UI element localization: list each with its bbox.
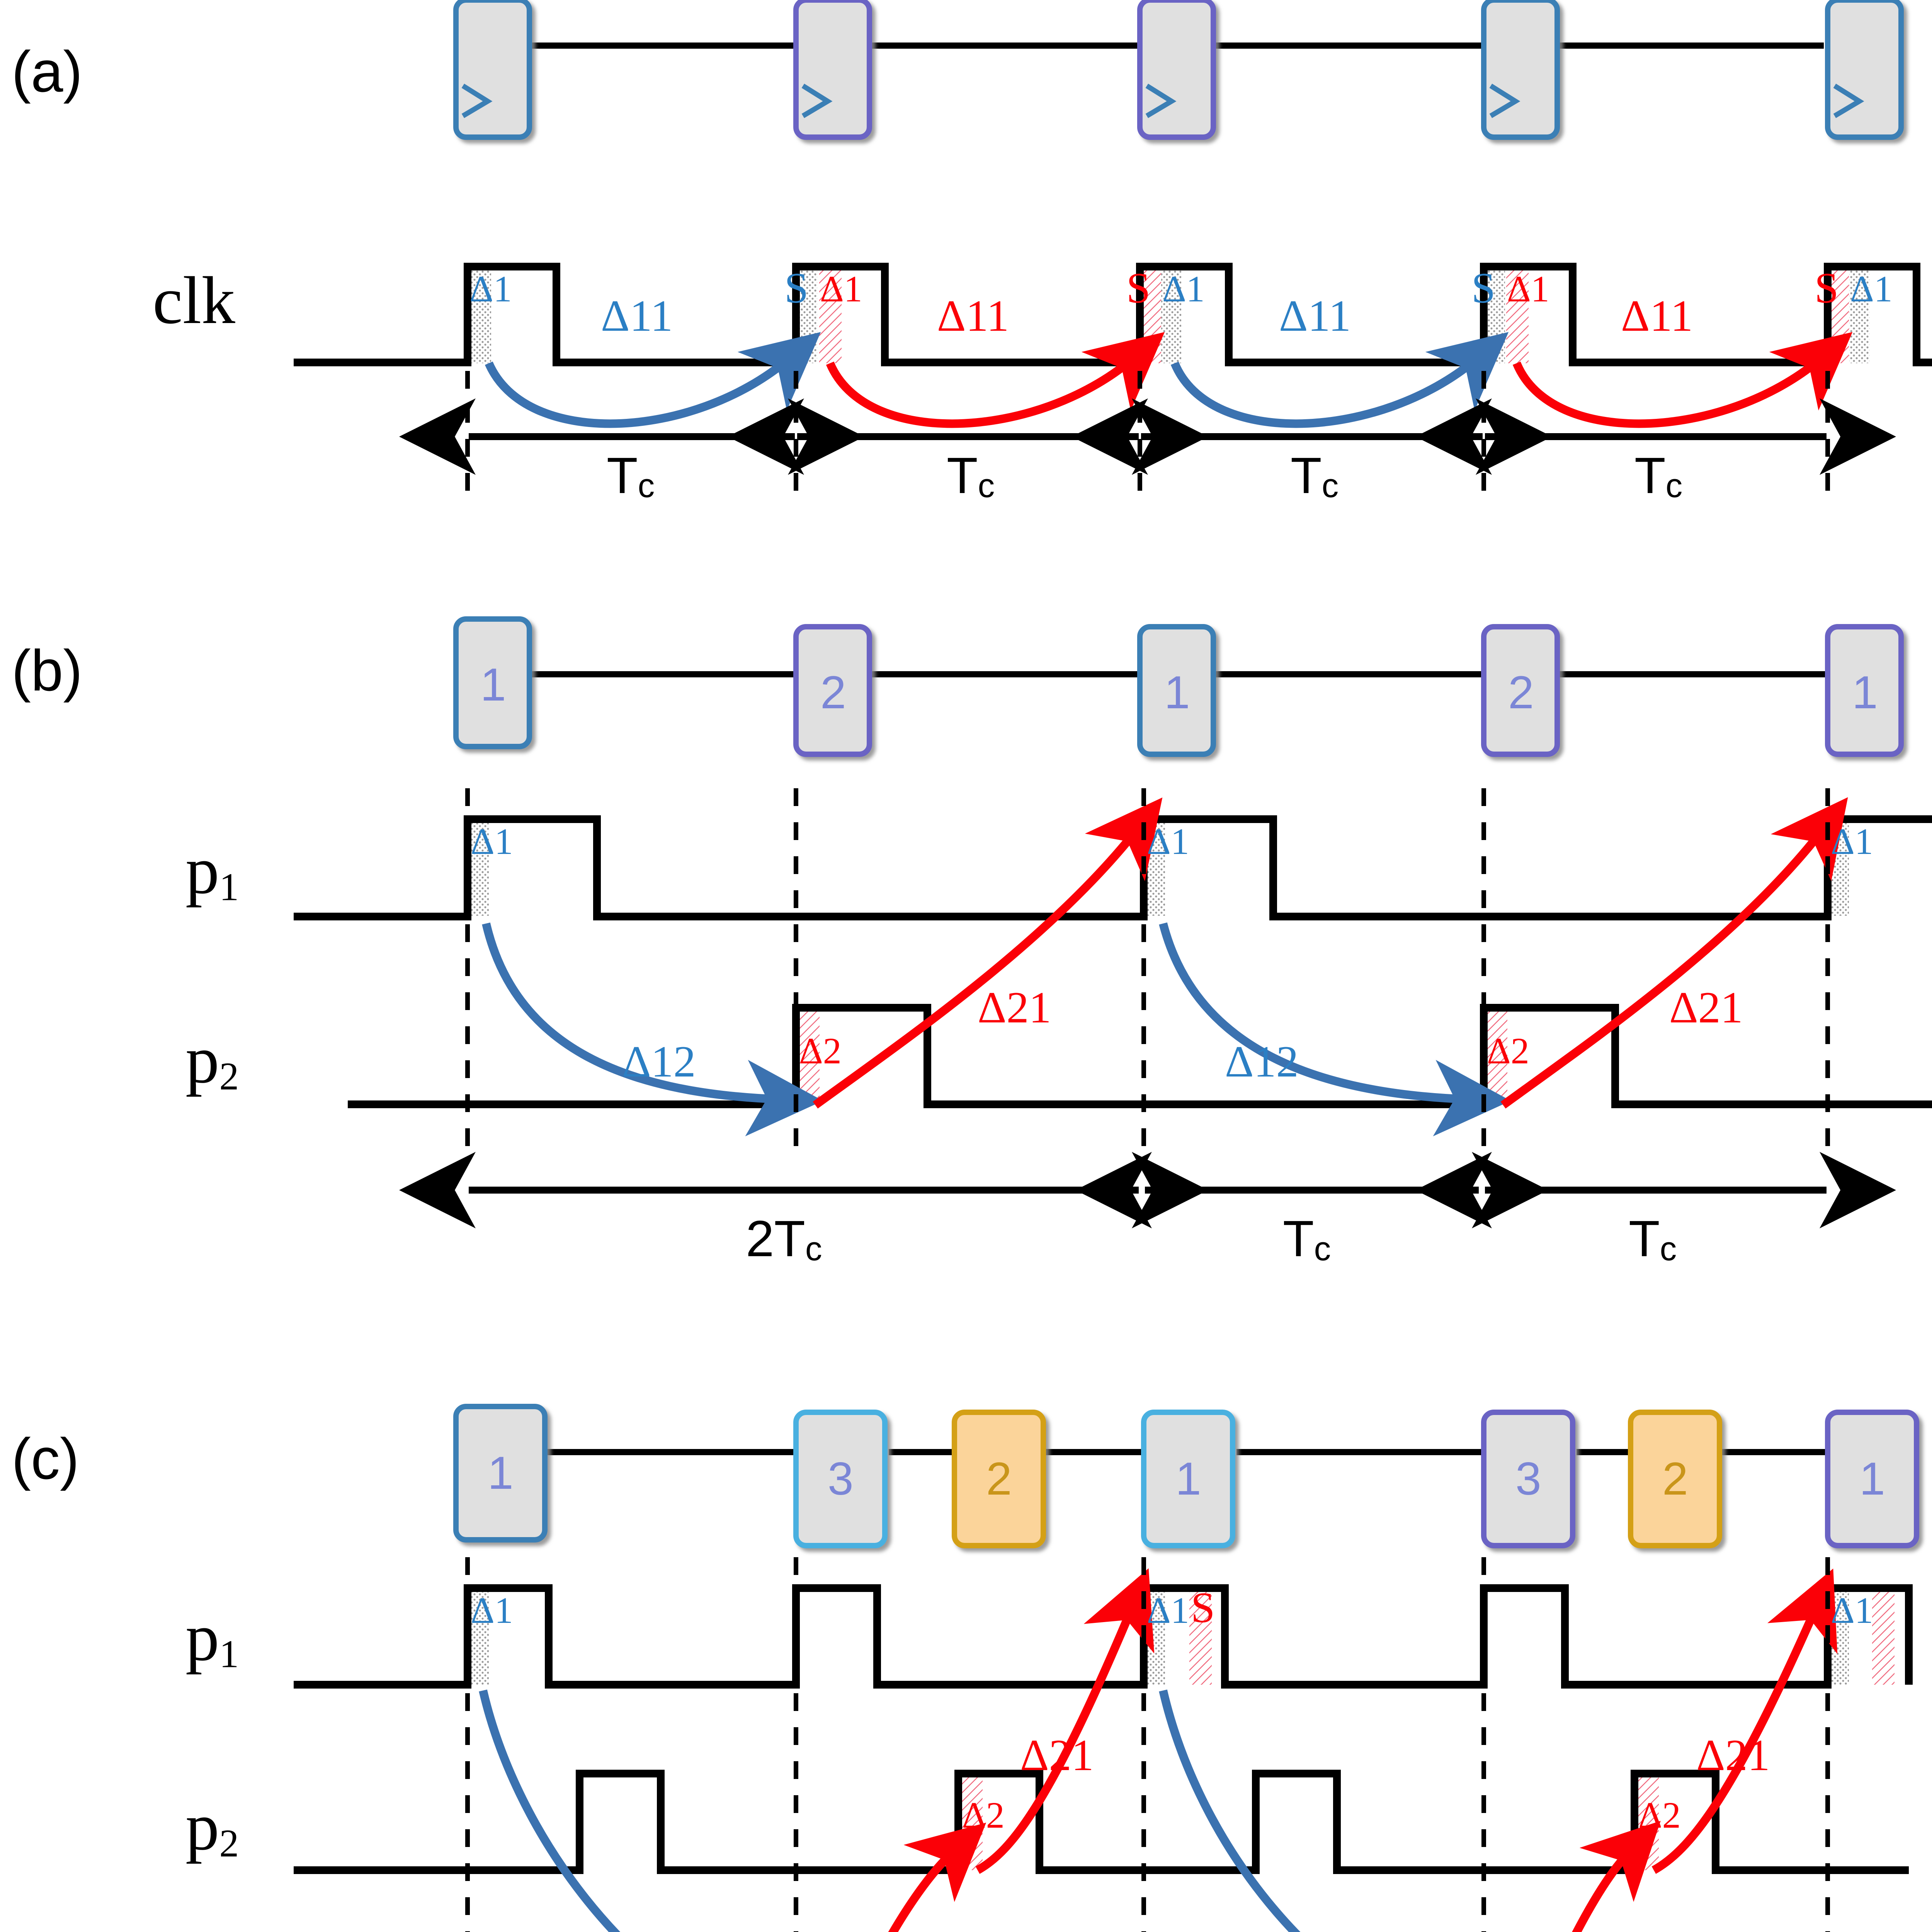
signal-label-p1-c: p1 [185,1600,239,1676]
delta-label-a-2: Δ1 [1162,268,1205,310]
block-label-b-4: 1 [1852,667,1878,718]
panel-label-a: (a) [12,39,83,104]
panel-c-arcs [479,1568,1838,1932]
arc-label-a-1: Δ11 [937,291,1009,341]
delta-label-a-4: Δ1 [1850,268,1893,310]
delta-label-c-p2-1: Δ2 [1638,1794,1681,1836]
arc-label-c-5: Δ21 [1696,1731,1770,1780]
delta-label-a-3: Δ1 [1507,268,1549,310]
delta-label-c-p1-2: Δ1 [1831,1590,1873,1631]
interval-label-a-3: Tc [1634,447,1683,505]
panel-c-blocks [453,1404,1919,1548]
delta-label-b-p2-1: Δ2 [1487,1030,1529,1071]
delta-label-c-p1-1: Δ1 [1147,1590,1189,1631]
clk-waveform [294,263,1932,366]
p2-waveform-c [294,1770,1909,1874]
block-label-b-2: 1 [1164,667,1190,718]
interval-label-b-0: 2Tc [746,1210,822,1268]
block-label-c-3: 1 [1175,1453,1201,1505]
block-label-c-5: 2 [1662,1453,1688,1505]
delta-label-b-p1-2: Δ1 [1831,821,1873,862]
s-marker-a-2: S [1471,264,1496,312]
panel-a-dimension-guides [465,371,1830,502]
arc-label-b-3: Δ21 [1669,983,1743,1032]
delta-label-a-1: Δ1 [820,268,862,310]
panel-a-blocks [453,0,1904,140]
block-label-c-0: 1 [488,1447,514,1499]
panel-label-c: (c) [12,1426,79,1491]
panel-c-dimension-guides [465,1557,1830,1932]
p1-waveform-b [294,815,1932,920]
panel-label-b: (b) [12,638,83,703]
signal-label-p1-b: p1 [185,833,239,909]
s-marker-a-3: S [1815,264,1839,312]
interval-label-b-1: Tc [1283,1210,1331,1268]
block-label-c-2: 2 [986,1453,1012,1505]
interval-label-b-2: Tc [1629,1210,1677,1268]
delta-label-b-p2-0: Δ2 [799,1030,842,1071]
s-marker-a-0: S [784,264,809,312]
block-label-b-0: 1 [480,659,506,711]
arc-label-b-1: Δ21 [978,983,1051,1032]
panel-b-arcs [482,797,1848,1136]
p2-waveform-b [348,1004,1932,1108]
interval-label-a-1: Tc [947,447,995,505]
panel-b-dimension-guides [465,788,1830,1159]
block-label-c-6: 1 [1859,1453,1885,1505]
arc-label-b-2: Δ12 [1225,1037,1299,1087]
interval-label-a-0: Tc [607,447,655,505]
s-marker-c-p1-0: S [1191,1584,1215,1632]
arc-label-c-2: Δ21 [1020,1731,1094,1780]
block-label-c-1: 3 [828,1453,854,1505]
arc-label-a-3: Δ11 [1621,291,1693,341]
interval-label-a-2: Tc [1291,447,1339,505]
arc-label-b-0: Δ12 [622,1037,696,1087]
delta-label-a-0: Δ1 [469,268,512,310]
signal-label-p2-c: p2 [185,1789,239,1865]
delta-label-b-p1-0: Δ1 [471,821,513,862]
block-label-b-3: 2 [1508,667,1534,718]
delta-label-c-p2-0: Δ2 [962,1794,1005,1836]
block-label-c-4: 3 [1515,1453,1541,1505]
panel-b-blocks [453,616,1904,757]
s-marker-a-1: S [1126,264,1151,312]
signal-label-clk: clk [153,263,235,338]
arc-label-a-0: Δ11 [601,291,673,341]
arc-label-a-2: Δ11 [1279,291,1351,341]
block-label-b-1: 2 [820,667,846,718]
panel-a-arcs [485,332,1853,428]
delta-label-c-p1-0: Δ1 [471,1590,513,1631]
signal-label-p2-b: p2 [185,1022,239,1098]
delta-label-b-p1-1: Δ1 [1147,821,1189,862]
